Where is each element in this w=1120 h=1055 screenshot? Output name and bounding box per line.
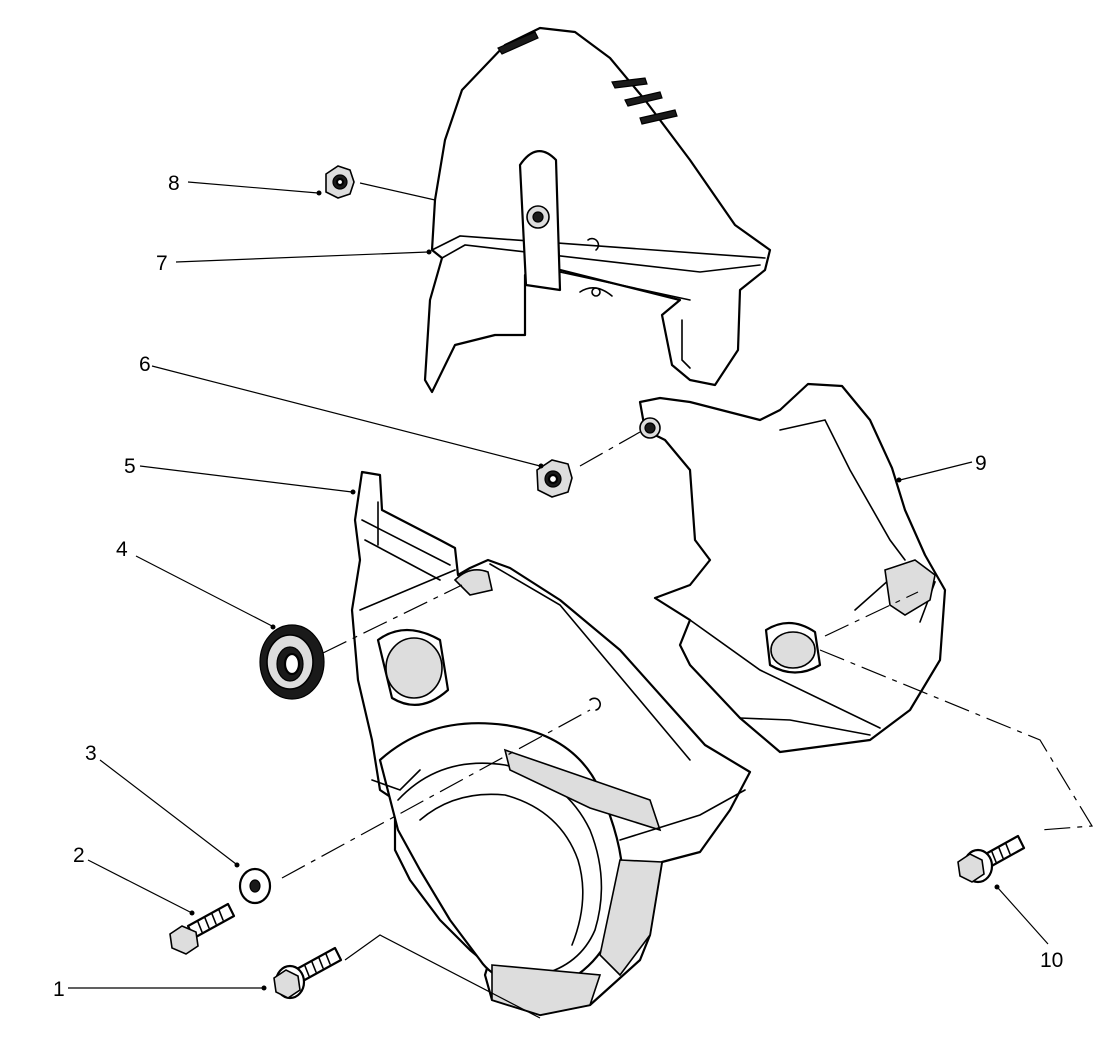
callout-2: 2 bbox=[73, 844, 85, 867]
nut-6-part bbox=[536, 459, 573, 498]
callout-leaders bbox=[68, 181, 1049, 991]
washer-part bbox=[238, 867, 272, 905]
callout-10: 10 bbox=[1040, 949, 1063, 972]
bolt-10-part bbox=[957, 834, 1026, 884]
bolt-2-part bbox=[169, 902, 236, 955]
callout-5: 5 bbox=[124, 455, 136, 478]
callout-6: 6 bbox=[139, 353, 151, 376]
grommet-part bbox=[259, 624, 325, 700]
callout-8: 8 bbox=[168, 172, 180, 195]
upper-cover-part bbox=[423, 26, 772, 394]
alignment-lines bbox=[281, 182, 1094, 1019]
callout-7: 7 bbox=[156, 252, 168, 275]
nut-8-part bbox=[325, 165, 355, 199]
callout-9: 9 bbox=[975, 452, 987, 475]
lower-cover-part bbox=[350, 470, 752, 1017]
rear-cover-part bbox=[638, 382, 947, 754]
callout-3: 3 bbox=[85, 742, 97, 765]
callout-labels: 1 2 3 4 5 6 7 8 9 10 bbox=[53, 172, 1063, 1001]
callout-4: 4 bbox=[116, 538, 128, 561]
bolt-1-part bbox=[273, 946, 343, 1000]
callout-1: 1 bbox=[53, 978, 65, 1001]
